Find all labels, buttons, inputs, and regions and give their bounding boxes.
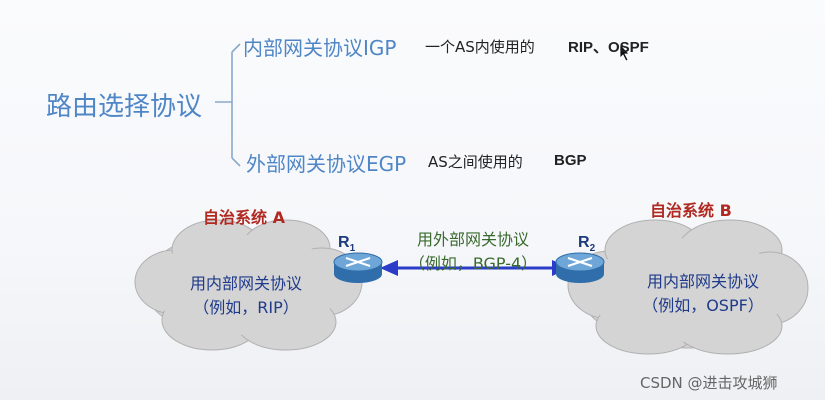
egp-label: 外部网关协议EGP <box>246 152 407 176</box>
as-b-title: 自治系统 B <box>650 201 732 220</box>
hierarchy-bracket <box>215 43 241 167</box>
watermark: CSDN @进击攻城狮 <box>640 374 778 392</box>
mouse-cursor-icon <box>619 42 630 62</box>
router-1-label: R1 <box>338 234 356 255</box>
as-b-line1: 用内部网关协议 <box>646 272 759 291</box>
root-title: 路由选择协议 <box>46 92 203 122</box>
egp-note: AS之间使用的 <box>428 153 523 171</box>
as-a-line1: 用内部网关协议 <box>189 274 302 293</box>
as-a-line2: （例如，RIP） <box>193 298 299 317</box>
igp-examples: RIP、OSPF <box>568 39 649 56</box>
igp-note: 一个AS内使用的 <box>425 38 535 56</box>
router-2-icon <box>555 252 605 283</box>
as-b-line2: （例如，OSPF） <box>642 296 764 315</box>
link-description: 用外部网关协议 （例如，BGP-4） <box>398 228 548 276</box>
as-a-description: 用内部网关协议 （例如，RIP） <box>176 272 316 320</box>
as-b-description: 用内部网关协议 （例如，OSPF） <box>628 270 778 318</box>
link-line2: （例如，BGP-4） <box>408 254 538 273</box>
igp-label: 内部网关协议IGP <box>243 36 397 60</box>
router-1-icon <box>333 252 383 283</box>
link-line1: 用外部网关协议 <box>416 230 529 249</box>
router-2-label: R2 <box>578 234 596 255</box>
as-a-title: 自治系统 A <box>203 208 285 227</box>
egp-examples: BGP <box>554 152 587 169</box>
